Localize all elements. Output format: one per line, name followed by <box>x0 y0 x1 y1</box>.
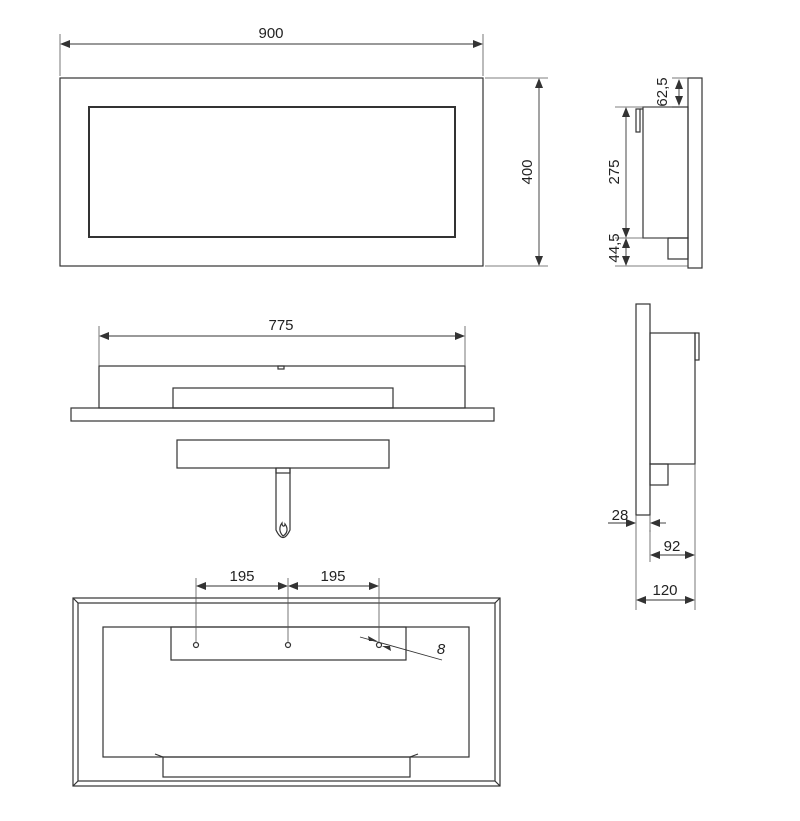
frame-depth-label: 28 <box>612 507 629 524</box>
side-bottom-front-panel <box>635 303 651 516</box>
front-height-label: 400 <box>519 159 536 184</box>
side-top-front-panel <box>687 77 703 269</box>
total-depth-label: 120 <box>652 582 677 599</box>
back-mounting-bracket <box>170 626 407 661</box>
side-top-offset-label: 62,5 <box>654 77 671 106</box>
side-bottom-burner <box>649 463 669 486</box>
side-bottom-handle <box>694 332 700 361</box>
front-view: 900 400 <box>59 25 548 267</box>
left-spacing-label: 195 <box>229 568 254 585</box>
front-inner-window <box>88 106 456 238</box>
side-top-handle <box>635 108 641 133</box>
right-spacing-label: 195 <box>320 568 345 585</box>
front-width-label: 900 <box>258 25 283 42</box>
flame-icon <box>279 521 288 537</box>
mounting-hole-center <box>284 641 292 649</box>
side-bottom-body <box>649 332 696 465</box>
side-view-top: 62,5 275 44,5 <box>606 77 703 269</box>
side-body-height-label: 275 <box>606 159 623 184</box>
top-view: 775 <box>70 317 495 539</box>
top-burner <box>172 387 394 409</box>
fuel-tray <box>176 439 390 469</box>
side-top-body <box>642 106 689 239</box>
top-frame-plate <box>70 407 495 422</box>
side-top-burner <box>667 237 689 260</box>
top-width-label: 775 <box>268 317 293 334</box>
front-outer-frame <box>59 77 484 267</box>
side-view-bottom: 28 92 120 <box>608 303 700 610</box>
top-body <box>98 365 466 409</box>
body-depth-label: 92 <box>664 538 681 555</box>
side-bottom-offset-label: 44,5 <box>606 233 623 262</box>
back-view: 195 195 8 <box>72 568 501 787</box>
mounting-hole-left <box>192 641 200 649</box>
hole-diameter-label: 8 <box>437 641 446 658</box>
back-frame-inner-edge <box>77 602 496 782</box>
filler-tool <box>275 468 291 539</box>
back-outer-frame <box>72 597 501 787</box>
back-bottom-rail <box>162 756 411 778</box>
top-center-mark <box>277 365 285 370</box>
